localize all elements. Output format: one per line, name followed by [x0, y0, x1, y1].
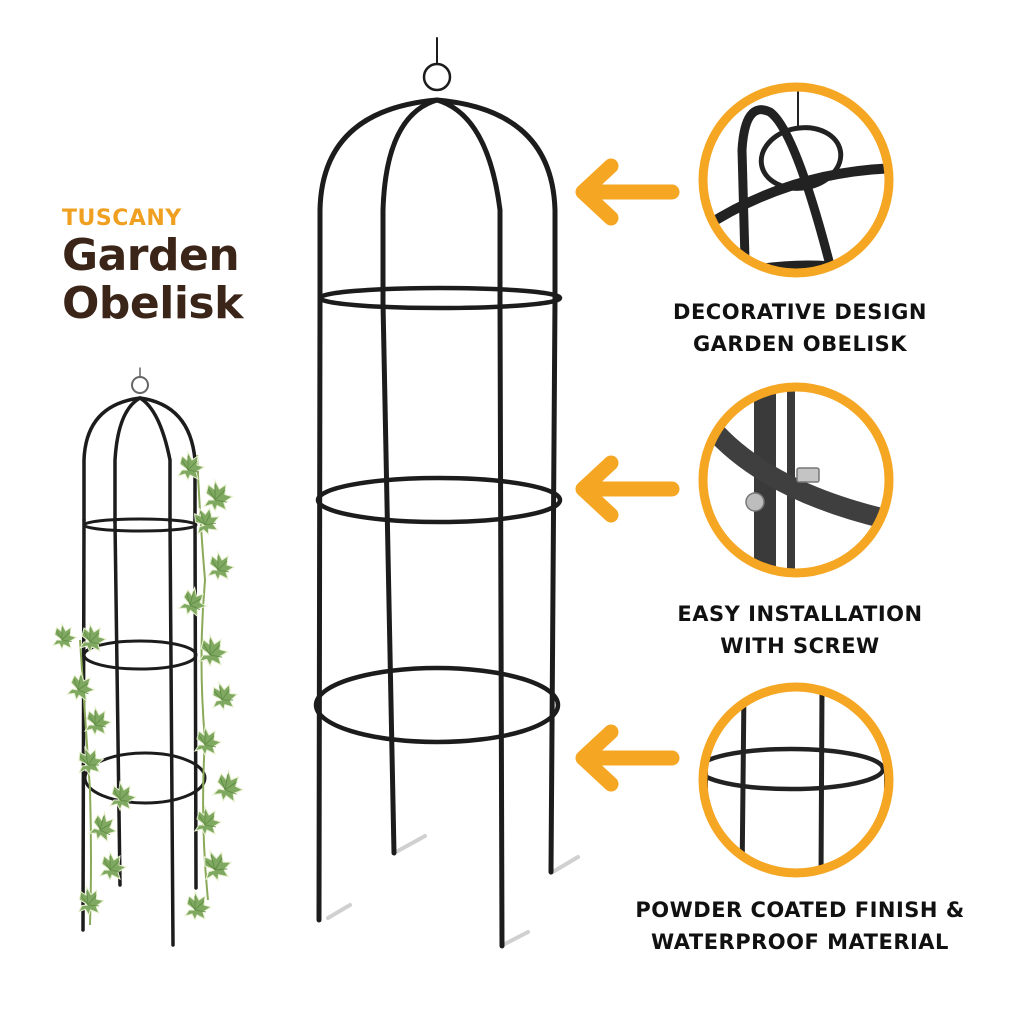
feature-label-screw: EASY INSTALLATION WITH SCREW [640, 598, 960, 662]
arrow-left-icon [575, 455, 680, 523]
brand-tagline: TUSCANY [62, 206, 182, 231]
feature-line1: POWDER COATED FINISH & [635, 898, 965, 922]
feature-circle-screw [698, 382, 894, 578]
brand-title-line2: Obelisk [62, 278, 243, 329]
feature-circle-decorative [698, 82, 894, 278]
feature-line2: GARDEN OBELISK [692, 332, 908, 356]
arrow-left-icon [575, 158, 680, 226]
center-obelisk [313, 37, 580, 949]
feature-line2: WITH SCREW [720, 634, 880, 658]
feature-line1: DECORATIVE DESIGN [673, 300, 927, 324]
ivy-vines [52, 451, 247, 926]
left-obelisk [81, 367, 207, 947]
feature-line1: EASY INSTALLATION [677, 602, 923, 626]
feature-line2: WATERPROOF MATERIAL [651, 930, 949, 954]
brand-block: TUSCANY Garden Obelisk [62, 206, 243, 328]
feature-circle-finish [698, 682, 894, 878]
arrow-left-icon [575, 724, 680, 792]
brand-title-line1: Garden [62, 230, 240, 281]
feature-label-finish: POWDER COATED FINISH & WATERPROOF MATERI… [610, 894, 990, 958]
feature-label-decorative: DECORATIVE DESIGN GARDEN OBELISK [640, 296, 960, 360]
